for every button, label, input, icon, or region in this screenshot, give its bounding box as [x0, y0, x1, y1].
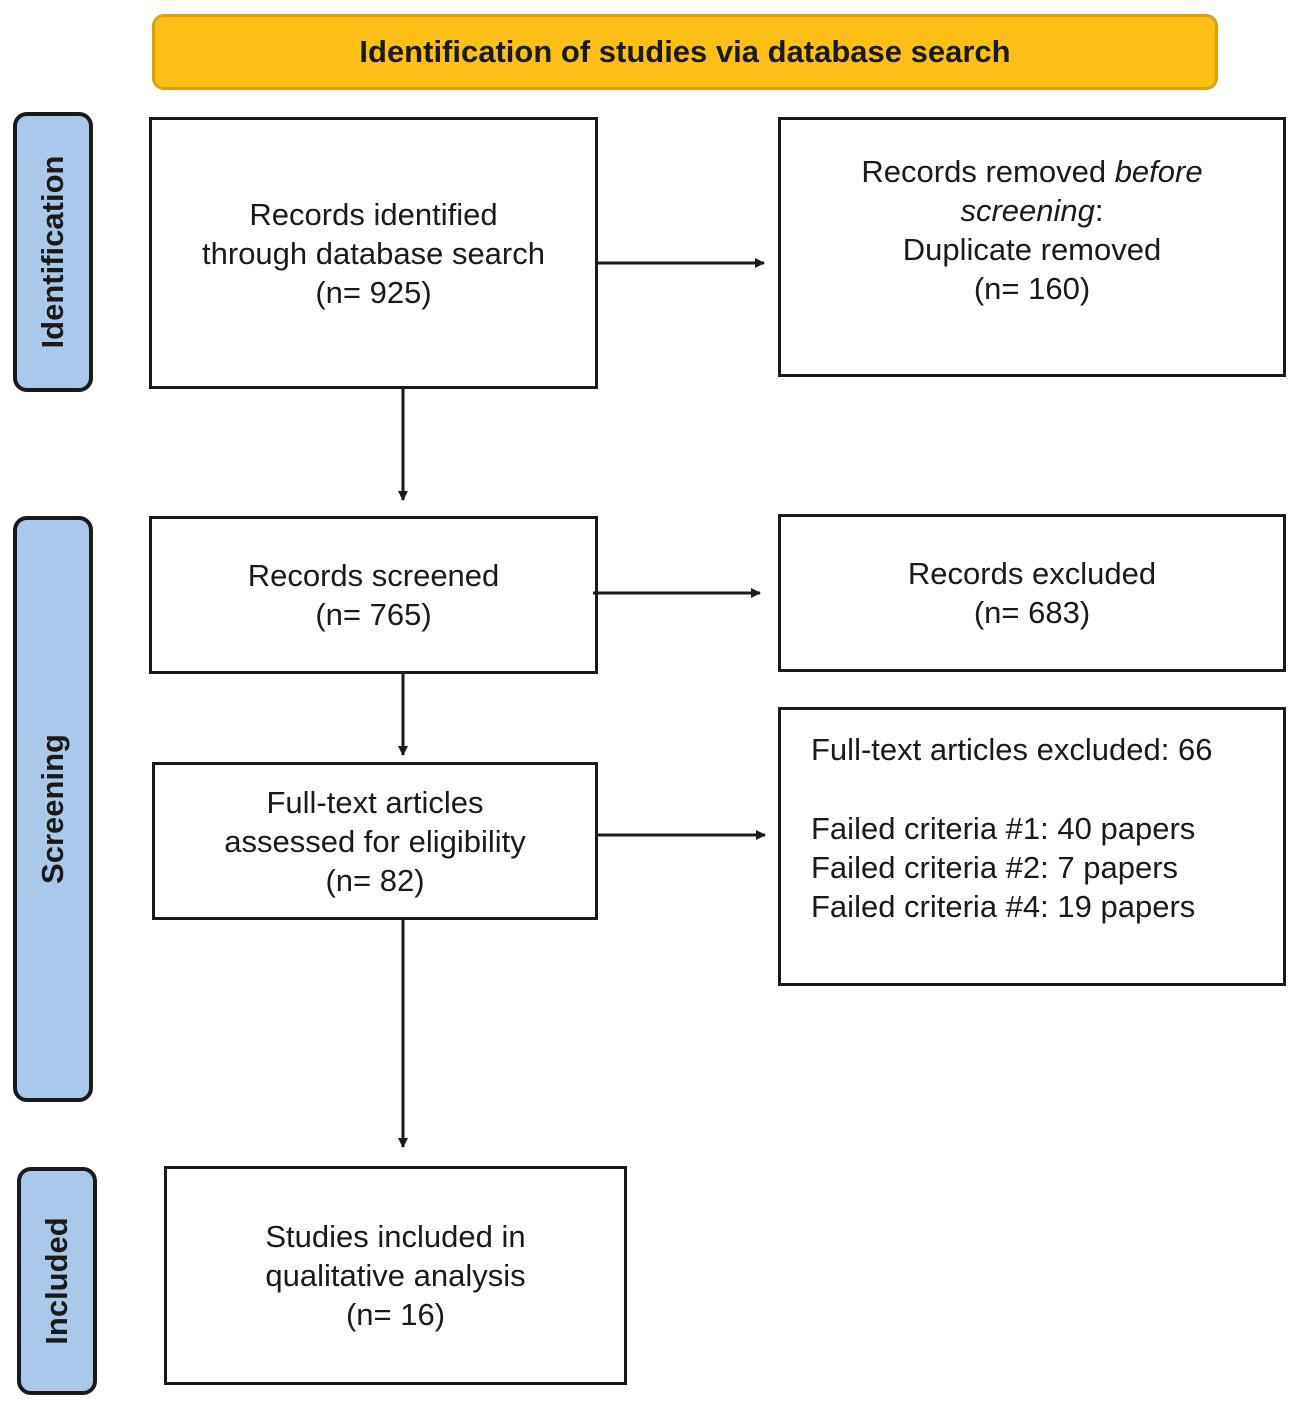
records-removed-line1: Records removed before — [861, 152, 1202, 191]
records-excluded-line1: Records excluded — [907, 556, 1157, 591]
fulltext-assessed-line2: assessed for eligibility — [224, 823, 526, 859]
studies-included-line1: Studies included in — [265, 1219, 526, 1254]
records-excluded-count: (n= 683) — [973, 595, 1091, 630]
records-removed-line1-pre: Records removed — [861, 154, 1115, 189]
phase-included: Included — [17, 1167, 97, 1395]
phase-identification: Identification — [13, 112, 93, 392]
fulltext-excluded-reason: Failed criteria #2: 7 papers — [811, 850, 1179, 885]
records-screened-count: (n= 765) — [315, 597, 432, 632]
records-removed-line2-post: : — [1094, 193, 1104, 228]
records-screened-line1: Records screened — [247, 558, 500, 593]
fulltext-excluded-reason: Failed criteria #1: 40 papers — [811, 811, 1196, 846]
fulltext-excluded-heading: Full-text articles excluded: 66 — [811, 732, 1213, 767]
fulltext-excluded-reason: Failed criteria #4: 19 papers — [811, 889, 1196, 924]
fulltext-assessed-count: (n= 82) — [325, 862, 425, 898]
records-identified-count: (n= 925) — [315, 274, 432, 310]
studies-included-box: Studies included in qualitative analysis… — [164, 1166, 627, 1385]
records-removed-line2-em: screening — [960, 193, 1095, 228]
records-identified-box: Records identified through database sear… — [149, 117, 598, 389]
records-removed-line2: screening: — [960, 191, 1103, 230]
records-removed-count: (n= 160) — [973, 271, 1091, 306]
records-excluded-box: Records excluded (n= 683) — [778, 514, 1286, 672]
studies-included-count: (n= 16) — [345, 1297, 446, 1332]
records-identified-line2: through database search — [202, 235, 545, 271]
phase-screening: Screening — [13, 516, 93, 1102]
records-removed-line1-em: before — [1114, 154, 1203, 189]
records-removed-line3: Duplicate removed — [902, 232, 1162, 267]
records-identified-line1: Records identified — [249, 196, 498, 232]
fulltext-assessed-line1: Full-text articles — [266, 784, 484, 820]
fulltext-assessed-box: Full-text articles assessed for eligibil… — [152, 762, 598, 920]
studies-included-line2: qualitative analysis — [265, 1258, 526, 1293]
banner-title: Identification of studies via database s… — [152, 14, 1218, 90]
records-removed-box: Records removed before screening: Duplic… — [778, 117, 1286, 377]
records-screened-box: Records screened (n= 765) — [149, 516, 598, 674]
fulltext-excluded-box: Full-text articles excluded: 66 Failed c… — [778, 707, 1286, 986]
